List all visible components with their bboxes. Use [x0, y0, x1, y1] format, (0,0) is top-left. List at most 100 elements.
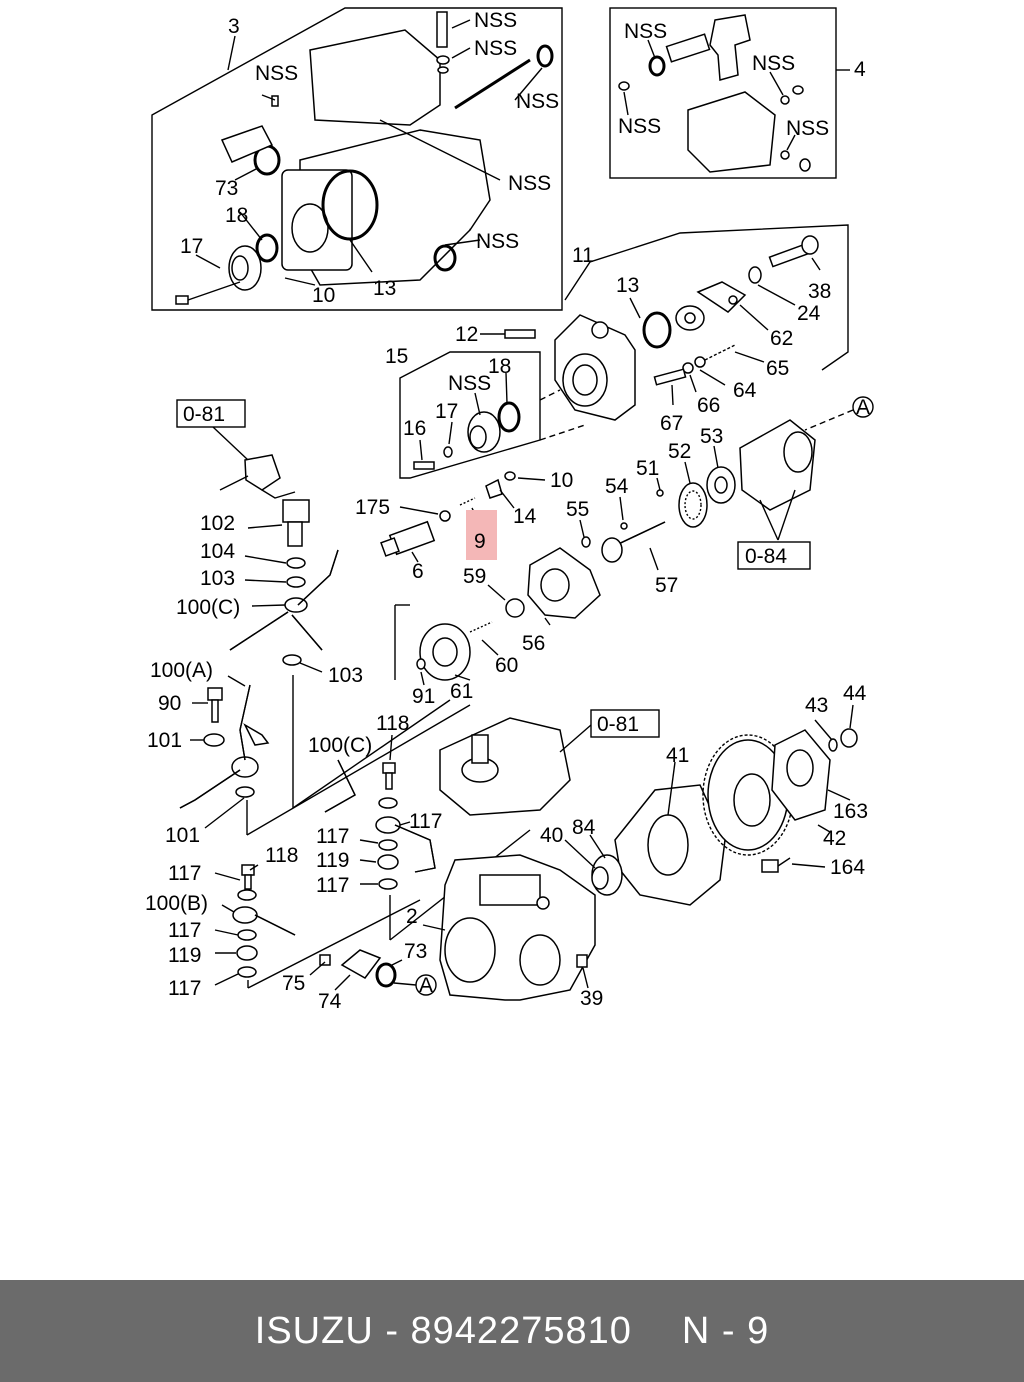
callout-117a: 117 [316, 825, 349, 848]
callout-62: 62 [770, 327, 793, 350]
callout-nss-e: NSS [508, 172, 551, 195]
feed-pump-group: 0-84 51 52 53 54 55 57 59 56 60 61 91 [412, 419, 816, 708]
callout-66: 66 [697, 394, 720, 417]
callout-117f: 117 [168, 977, 201, 1000]
callout-103a: 103 [200, 567, 235, 590]
callout-nss-i: NSS [752, 52, 795, 75]
callout-73b: 73 [404, 940, 427, 963]
callout-6: 6 [412, 560, 424, 583]
callout-10a: 10 [312, 284, 335, 307]
callout-nss-f: NSS [476, 230, 519, 253]
callout-9: 9 [474, 530, 486, 553]
main-pump-body: A 2 73 75 74 39 [282, 854, 603, 1013]
callout-43: 43 [805, 694, 828, 717]
callout-a2: A [419, 974, 433, 997]
callout-90: 90 [158, 692, 181, 715]
left-upper-group: 0-81 102 104 103 100(C) 103 [176, 399, 451, 809]
callout-39: 39 [580, 987, 603, 1010]
callout-44: 44 [843, 682, 867, 705]
callout-11: 11 [572, 244, 594, 267]
callout-nss-a: NSS [474, 9, 517, 32]
callout-57: 57 [655, 574, 678, 597]
callout-117b: 117 [409, 810, 442, 833]
callout-101a: 101 [147, 729, 182, 752]
callout-164: 164 [830, 856, 865, 879]
callout-10b: 10 [550, 469, 573, 492]
callout-175: 175 [355, 496, 390, 519]
callout-100b: 100(B) [145, 892, 208, 915]
callout-42: 42 [823, 827, 846, 850]
governor-housing: 0-81 118 100(C) 117 117 119 117 [308, 709, 660, 941]
callout-40: 40 [540, 824, 563, 847]
callout-117d: 117 [168, 862, 201, 885]
callout-17a: 17 [180, 235, 203, 258]
footer-reference: N - 9 [681, 1309, 770, 1352]
callout-104: 104 [200, 540, 235, 563]
callout-nss-k: NSS [448, 372, 491, 395]
callout-16: 16 [403, 417, 426, 440]
middle-parts: 175 10 14 9 6 [355, 469, 573, 680]
callout-nss-c: NSS [255, 62, 298, 85]
group-11: 11 13 38 24 62 65 12 64 66 67 [455, 224, 874, 435]
box-081-a: 0-81 [183, 403, 225, 426]
group-3-box: 3 NSS NSS NSS NSS NS [151, 7, 563, 311]
callout-118b: 118 [265, 844, 298, 867]
callout-119b: 119 [168, 944, 201, 967]
callout-67: 67 [660, 412, 683, 435]
callout-101b: 101 [165, 824, 200, 847]
callout-3: 3 [228, 15, 240, 38]
footer-bar: ISUZU - 8942275810 N - 9 [0, 1280, 1024, 1382]
box-081-b: 0-81 [597, 713, 639, 736]
callout-nss-d: NSS [516, 90, 559, 113]
callout-38: 38 [808, 280, 831, 303]
group-4-box: 4 NSS NSS NSS NSS [609, 7, 866, 179]
callout-15: 15 [385, 345, 408, 368]
callout-54: 54 [605, 475, 629, 498]
callout-100c-b: 100(C) [308, 734, 372, 757]
callout-59: 59 [463, 565, 486, 588]
group-15-box: 15 NSS 18 17 16 [385, 345, 586, 479]
callout-52: 52 [668, 440, 691, 463]
callout-14: 14 [513, 505, 537, 528]
callout-53: 53 [700, 425, 723, 448]
callout-nss-h: NSS [618, 115, 661, 138]
exploded-parts-diagram: 3 NSS NSS NSS NSS NS [145, 7, 874, 1013]
callout-61: 61 [450, 680, 473, 703]
callout-163: 163 [833, 800, 868, 823]
callout-2: 2 [406, 905, 418, 928]
callout-a1: A [856, 396, 870, 419]
callout-nss-j: NSS [786, 117, 829, 140]
callout-117c: 117 [316, 874, 349, 897]
callout-12: 12 [455, 323, 478, 346]
callout-56: 56 [522, 632, 545, 655]
callout-100c-a: 100(C) [176, 596, 240, 619]
callout-17b: 17 [435, 400, 458, 423]
callout-nss-g: NSS [624, 20, 667, 43]
drive-gear-group: 41 40 84 43 44 163 42 164 [540, 682, 868, 906]
callout-13b: 13 [616, 274, 639, 297]
bottom-left-group: 117 118 100(B) 117 119 117 [145, 844, 421, 1000]
callout-75: 75 [282, 972, 305, 995]
callout-91: 91 [412, 685, 435, 708]
callout-103b: 103 [328, 664, 363, 687]
callout-24: 24 [797, 302, 821, 325]
callout-55: 55 [566, 498, 589, 521]
callout-100a: 100(A) [150, 659, 213, 682]
callout-117e: 117 [168, 919, 201, 942]
box-084: 0-84 [745, 545, 787, 568]
callout-118a: 118 [376, 712, 409, 735]
callout-84: 84 [572, 816, 596, 839]
left-lower-group: 100(A) 90 101 101 [147, 659, 471, 847]
callout-119a: 119 [316, 849, 349, 872]
callout-18b: 18 [488, 355, 511, 378]
footer-part-number: ISUZU - 8942275810 [254, 1309, 632, 1352]
callout-65: 65 [766, 357, 789, 380]
callout-74: 74 [318, 990, 342, 1013]
callout-13a: 13 [373, 277, 396, 300]
callout-nss-b: NSS [474, 37, 517, 60]
highlight-part-9 [466, 510, 497, 560]
callout-102: 102 [200, 512, 235, 535]
callout-41: 41 [666, 744, 689, 767]
callout-73a: 73 [215, 177, 238, 200]
callout-51: 51 [636, 457, 659, 480]
